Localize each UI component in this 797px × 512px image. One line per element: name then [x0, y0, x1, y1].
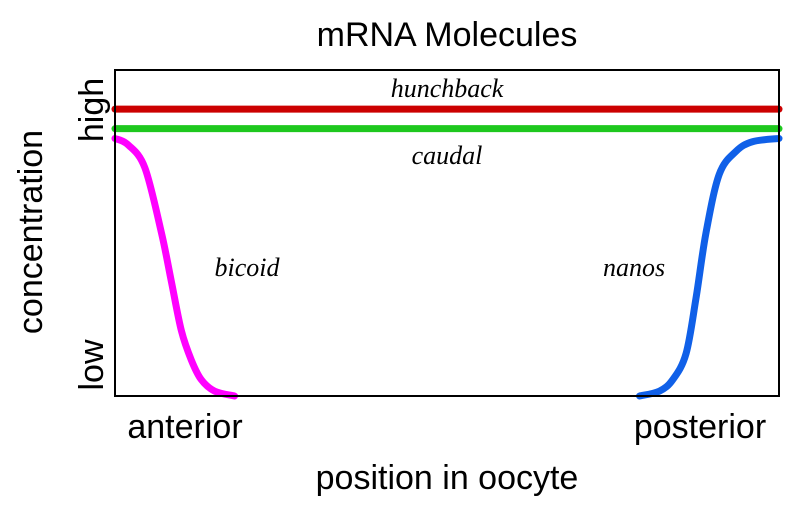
y-tick-high: high	[73, 78, 111, 142]
series-line-nanos	[636, 134, 783, 400]
series-line-bicoid	[111, 134, 239, 400]
y-axis-label: concentration	[12, 130, 50, 334]
x-axis-label: position in oocyte	[316, 459, 579, 497]
series-label-caudal: caudal	[412, 141, 483, 170]
x-tick-anterior: anterior	[127, 408, 242, 446]
series-label-hunchback: hunchback	[391, 74, 504, 103]
series-label-bicoid: bicoid	[215, 253, 281, 282]
chart-title: mRNA Molecules	[317, 16, 578, 54]
series-label-nanos: nanos	[603, 253, 665, 282]
y-tick-low: low	[73, 339, 111, 390]
x-tick-posterior: posterior	[634, 408, 766, 446]
series-layer	[111, 105, 783, 400]
plot-frame	[114, 69, 780, 397]
